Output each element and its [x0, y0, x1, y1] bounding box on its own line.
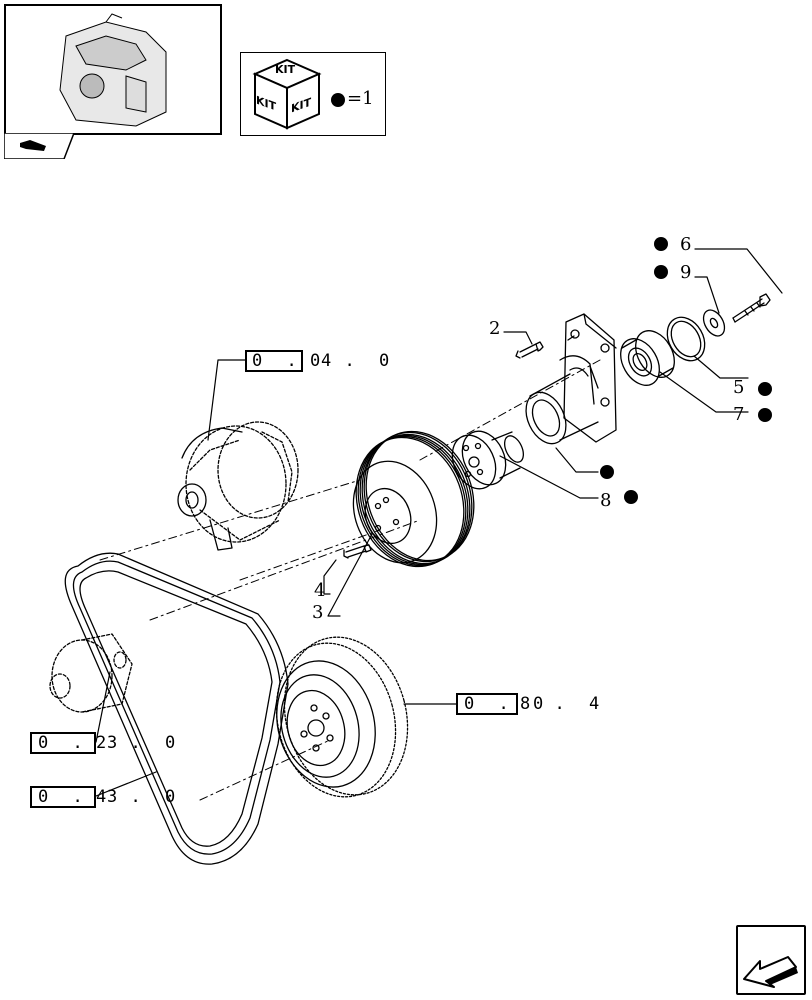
callout-6[interactable]: 6: [680, 234, 692, 255]
callout-3[interactable]: 3: [312, 602, 324, 623]
callout-2[interactable]: 2: [489, 318, 501, 339]
bolt-6: [732, 293, 771, 323]
alternator: [185, 421, 299, 543]
ref-alternator-rest-text: 0 . 0: [310, 351, 397, 371]
ref-flywheel-rest-text: 8 . 4: [520, 694, 607, 714]
ref-pump-box-text: 0 . 3: [38, 733, 125, 753]
snap-ring-5: [666, 316, 706, 362]
kit-dot-bracket: [600, 465, 614, 479]
ref-box-flywheel[interactable]: [456, 693, 518, 715]
idler-bracket: [525, 313, 617, 445]
bearing-7: [620, 330, 675, 386]
kit-dot-icon: [331, 93, 345, 107]
ref-box-pump[interactable]: [30, 732, 96, 754]
ref-pump-rest-text: 2 . 0: [96, 733, 183, 753]
kit-equals-text: =1: [347, 88, 374, 109]
thumbnail-tab: [3, 132, 76, 160]
kit-dot-7: [758, 408, 772, 422]
ref-box-alternator[interactable]: [245, 350, 303, 372]
callout-9[interactable]: 9: [680, 262, 692, 283]
callout-7[interactable]: 7: [733, 404, 745, 425]
kit-legend-panel: KIT KIT KIT =1: [240, 52, 386, 136]
center-lines: [99, 359, 601, 801]
next-page-arrow-icon: [743, 956, 798, 988]
callout-5[interactable]: 5: [733, 377, 745, 398]
screw-2: [515, 341, 544, 359]
next-page-button[interactable]: [736, 925, 806, 995]
kit-dot-6: [654, 237, 668, 251]
washer-9: [702, 309, 726, 337]
flange-8: [451, 430, 525, 490]
engine-thumbnail-frame[interactable]: [4, 4, 222, 135]
hand-arrow-icon: [20, 140, 46, 151]
kit-dot-5: [758, 382, 772, 396]
kit-dot-9: [654, 265, 668, 279]
engine-thumbnail-icon: [59, 13, 167, 127]
pulley-3: [352, 430, 475, 568]
callout-4[interactable]: 4: [314, 580, 326, 601]
ref-box-belt[interactable]: [30, 786, 96, 808]
ref-belt-rest-text: 4 . 0: [96, 787, 183, 807]
kit-cube-icon: [252, 58, 322, 130]
callout-8[interactable]: 8: [600, 490, 612, 511]
ref-alternator-box-text: 0 . 4: [252, 351, 339, 371]
kit-dot-8: [624, 490, 638, 504]
water-pump: [49, 633, 133, 713]
alternator-outline: [177, 427, 243, 551]
ref-flywheel-box-text: 0 . 0: [464, 694, 551, 714]
kit-label-top: KIT: [275, 63, 296, 76]
ref-belt-box-text: 0 . 3: [38, 787, 125, 807]
